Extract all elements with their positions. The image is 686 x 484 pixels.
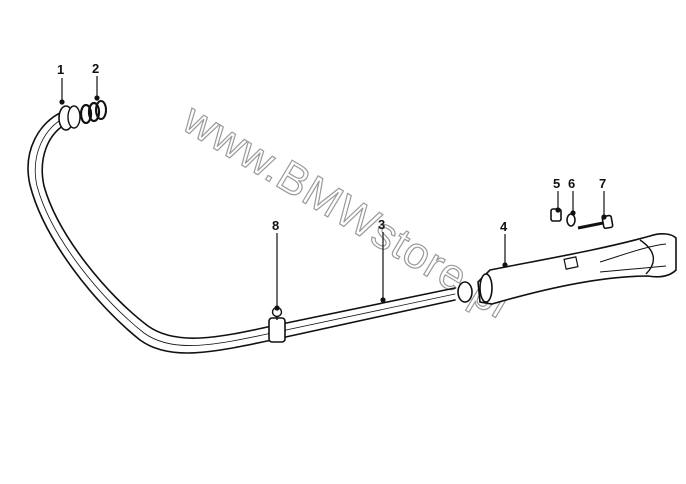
callout-7-label: 7 xyxy=(599,176,606,191)
pipe-clamp xyxy=(268,306,286,343)
muffler xyxy=(477,233,677,305)
callout-4-label: 4 xyxy=(500,219,508,234)
callout-3-label: 3 xyxy=(378,217,385,232)
callout-1: 1 xyxy=(57,62,65,105)
flange-nut xyxy=(58,105,81,131)
header-pipe xyxy=(27,111,456,354)
callout-6: 6 xyxy=(568,176,576,216)
washer xyxy=(566,213,576,227)
callout-6-label: 6 xyxy=(568,176,575,191)
callout-1-label: 1 xyxy=(57,62,64,77)
callout-4: 4 xyxy=(500,219,508,268)
callout-7: 7 xyxy=(599,176,607,220)
pipe-joint-ring xyxy=(457,281,473,303)
bolt xyxy=(577,214,614,230)
callout-5-label: 5 xyxy=(553,176,560,191)
callout-8: 8 xyxy=(272,218,280,311)
gasket-rings xyxy=(79,100,107,125)
callout-8-label: 8 xyxy=(272,218,279,233)
callout-2: 2 xyxy=(92,61,100,101)
callout-3: 3 xyxy=(378,217,386,303)
callout-2-label: 2 xyxy=(92,61,99,76)
callout-5: 5 xyxy=(553,176,561,213)
